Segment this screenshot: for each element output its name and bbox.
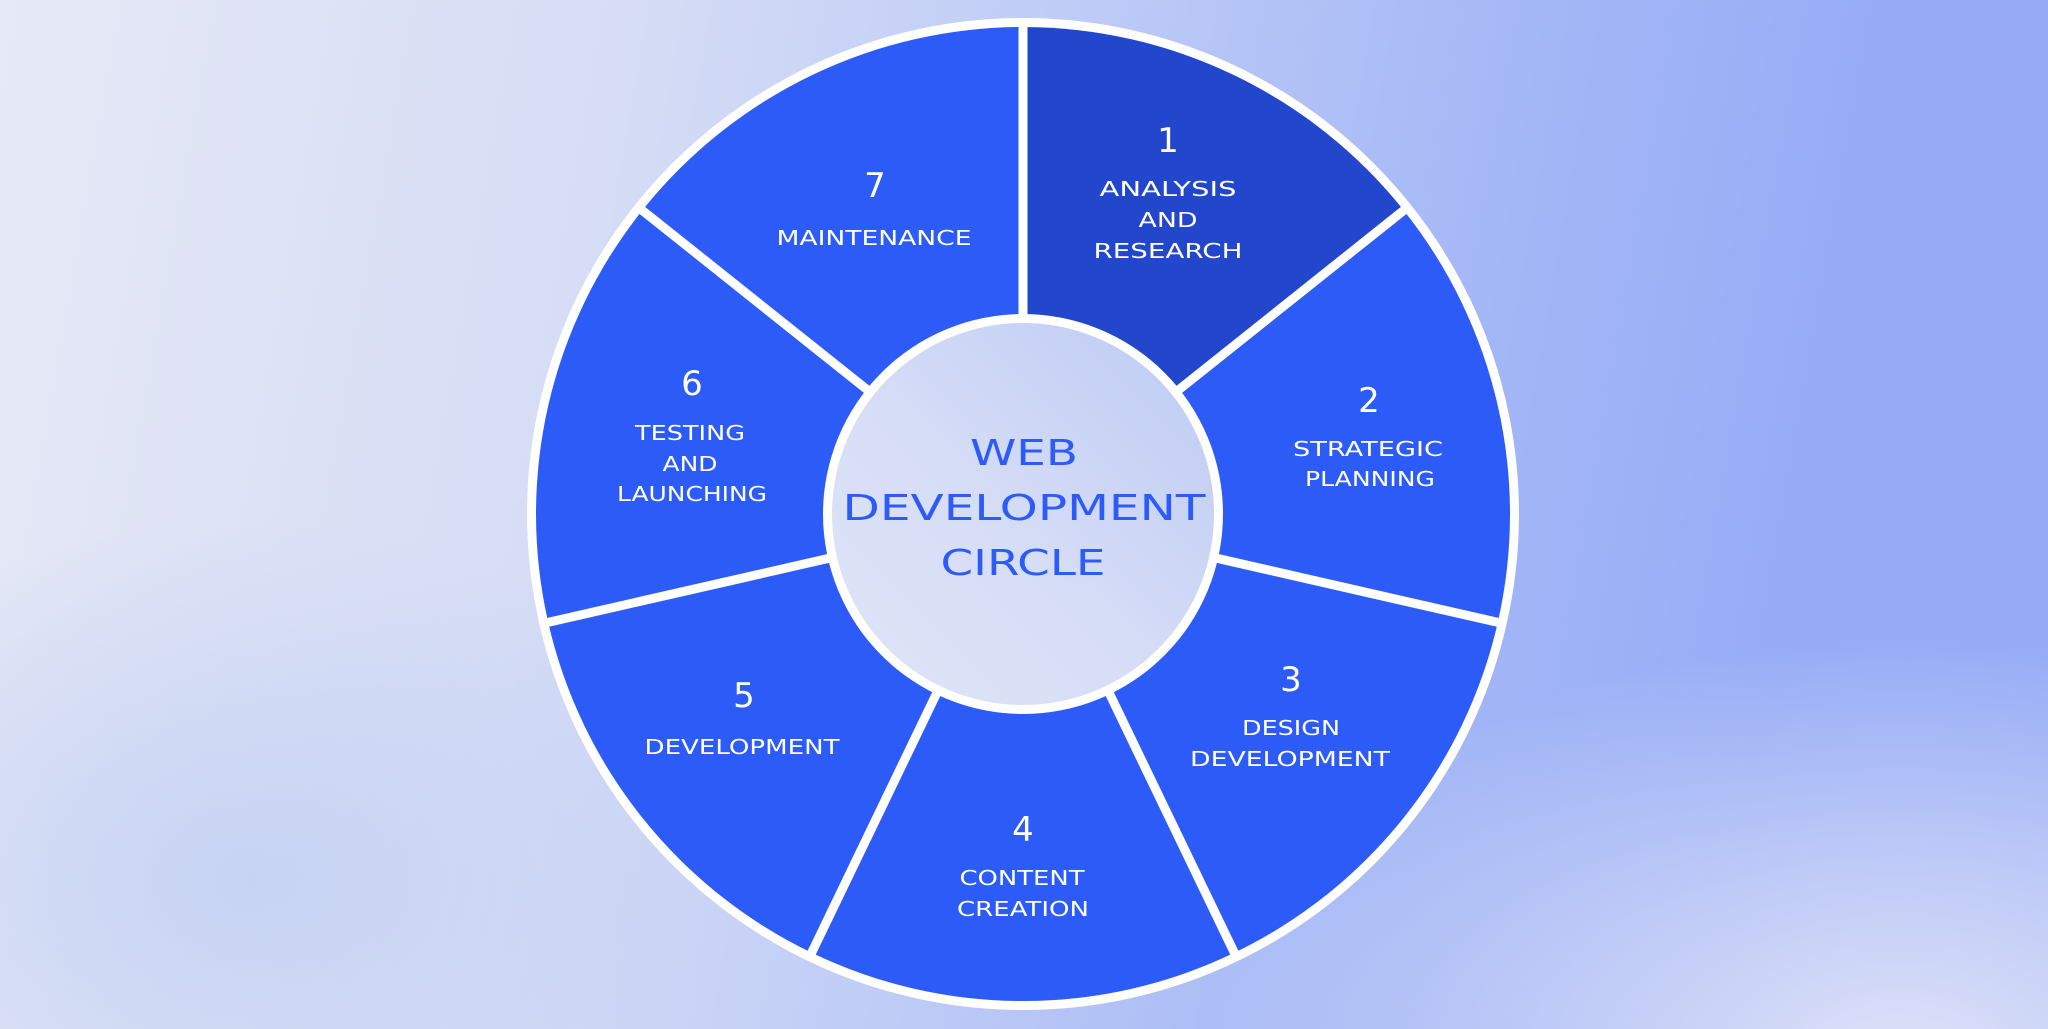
title-line-1: WEB <box>970 433 1078 474</box>
segment-2-text-line: STRATEGIC <box>1293 437 1443 461</box>
segment-4-number: 4 <box>1012 810 1034 850</box>
segment-4-label: 4 CONTENT CREATION <box>957 810 1089 921</box>
segment-5-number: 5 <box>733 676 755 716</box>
segment-1-number: 1 <box>1157 121 1179 161</box>
segments <box>536 27 1510 1002</box>
segment-5-text-line: DEVELOPMENT <box>645 735 841 759</box>
segment-2-number: 2 <box>1358 381 1380 421</box>
segment-2-text-line: PLANNING <box>1305 467 1435 491</box>
segment-1-label: 1 ANALYSIS AND RESEARCH <box>1094 121 1243 263</box>
segment-4-text-line: CREATION <box>957 897 1089 921</box>
segment-2-label: 2 STRATEGIC PLANNING <box>1293 381 1443 491</box>
segment-3-label: 3 DESIGN DEVELOPMENT <box>1190 660 1391 771</box>
segment-6-text-line: AND <box>663 452 718 476</box>
segment-1-text-line: AND <box>1139 208 1198 232</box>
segment-4-text-line: CONTENT <box>960 866 1086 890</box>
segment-3-text-line: DESIGN <box>1242 716 1340 740</box>
segment-7-text-line: MAINTENANCE <box>777 226 972 250</box>
segment-3-number: 3 <box>1280 660 1302 700</box>
segment-7-number: 7 <box>864 166 886 206</box>
diagram-title: WEB DEVELOPMENT CIRCLE <box>843 433 1207 584</box>
segment-6-text-line: TESTING <box>634 421 745 445</box>
segment-1-text-line: ANALYSIS <box>1100 177 1237 201</box>
title-line-3: CIRCLE <box>941 543 1106 584</box>
segment-3-text-line: DEVELOPMENT <box>1190 747 1391 771</box>
segment-1-text-line: RESEARCH <box>1094 239 1243 263</box>
segment-5-label: 5 DEVELOPMENT <box>645 676 841 759</box>
segment-6-text-line: LAUNCHING <box>617 482 767 506</box>
center-hub <box>832 323 1214 705</box>
segment-7-label: 7 MAINTENANCE <box>777 166 972 250</box>
segment-6-label: 6 TESTING AND LAUNCHING <box>617 364 767 506</box>
title-line-2: DEVELOPMENT <box>843 488 1207 529</box>
segment-4-wedge[interactable] <box>811 514 1235 1002</box>
segment-6-number: 6 <box>681 364 703 404</box>
